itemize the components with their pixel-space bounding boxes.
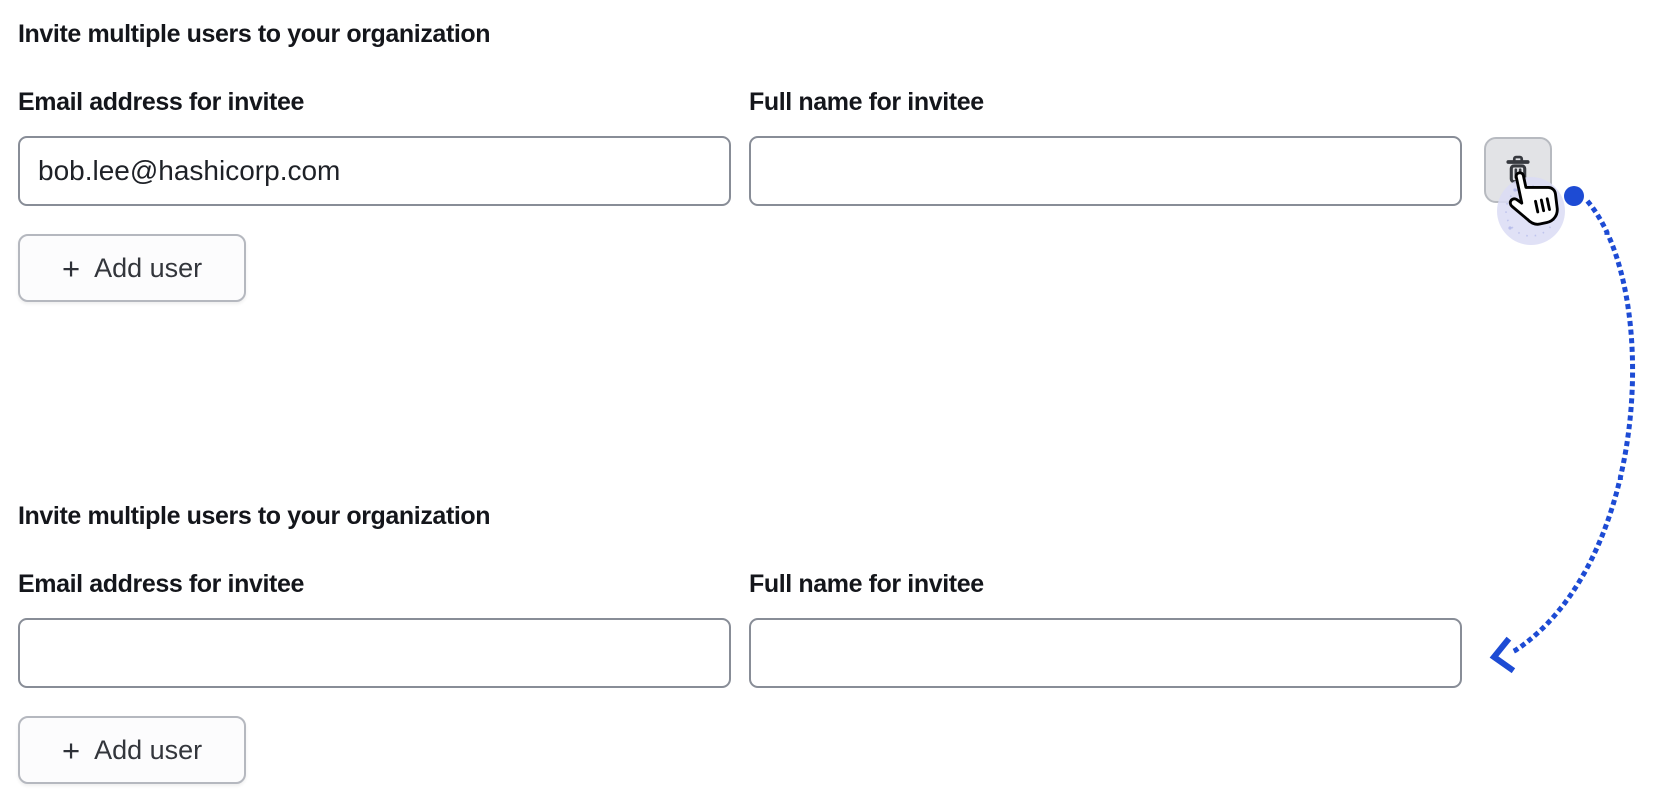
section-heading: Invite multiple users to your organizati… bbox=[18, 502, 491, 530]
delete-user-button[interactable] bbox=[1484, 137, 1552, 203]
invite-form-section-1: Invite multiple users to your organizati… bbox=[18, 18, 1518, 302]
section-heading: Invite multiple users to your organizati… bbox=[18, 20, 491, 48]
add-user-button[interactable]: + Add user bbox=[18, 234, 247, 302]
add-user-button-label: Add user bbox=[94, 734, 203, 765]
add-user-button-label: Add user bbox=[94, 252, 203, 283]
trash-icon bbox=[1506, 155, 1530, 183]
email-input[interactable] bbox=[18, 136, 731, 206]
plus-icon: + bbox=[62, 732, 81, 768]
full-name-field-group: Full name for invitee bbox=[749, 86, 1462, 206]
email-label: Email address for invitee bbox=[18, 88, 304, 116]
full-name-label: Full name for invitee bbox=[749, 570, 984, 598]
full-name-label: Full name for invitee bbox=[749, 88, 984, 116]
email-field-group: Email address for invitee bbox=[18, 568, 731, 688]
email-field-group: Email address for invitee bbox=[18, 86, 731, 206]
full-name-input[interactable] bbox=[749, 136, 1462, 206]
full-name-field-group: Full name for invitee bbox=[749, 568, 1462, 688]
arrow-start-dot bbox=[1564, 186, 1584, 206]
plus-icon: + bbox=[62, 250, 81, 286]
dotted-curved-arrow bbox=[1512, 199, 1635, 654]
email-label: Email address for invitee bbox=[18, 570, 304, 598]
email-input[interactable] bbox=[18, 618, 731, 688]
full-name-input[interactable] bbox=[749, 618, 1462, 688]
invite-form-section-2: Invite multiple users to your organizati… bbox=[18, 500, 1518, 784]
invitee-fields-row: Email address for invitee Full name for … bbox=[18, 86, 1518, 206]
invitee-fields-row: Email address for invitee Full name for … bbox=[18, 568, 1518, 688]
add-user-button[interactable]: + Add user bbox=[18, 716, 247, 784]
